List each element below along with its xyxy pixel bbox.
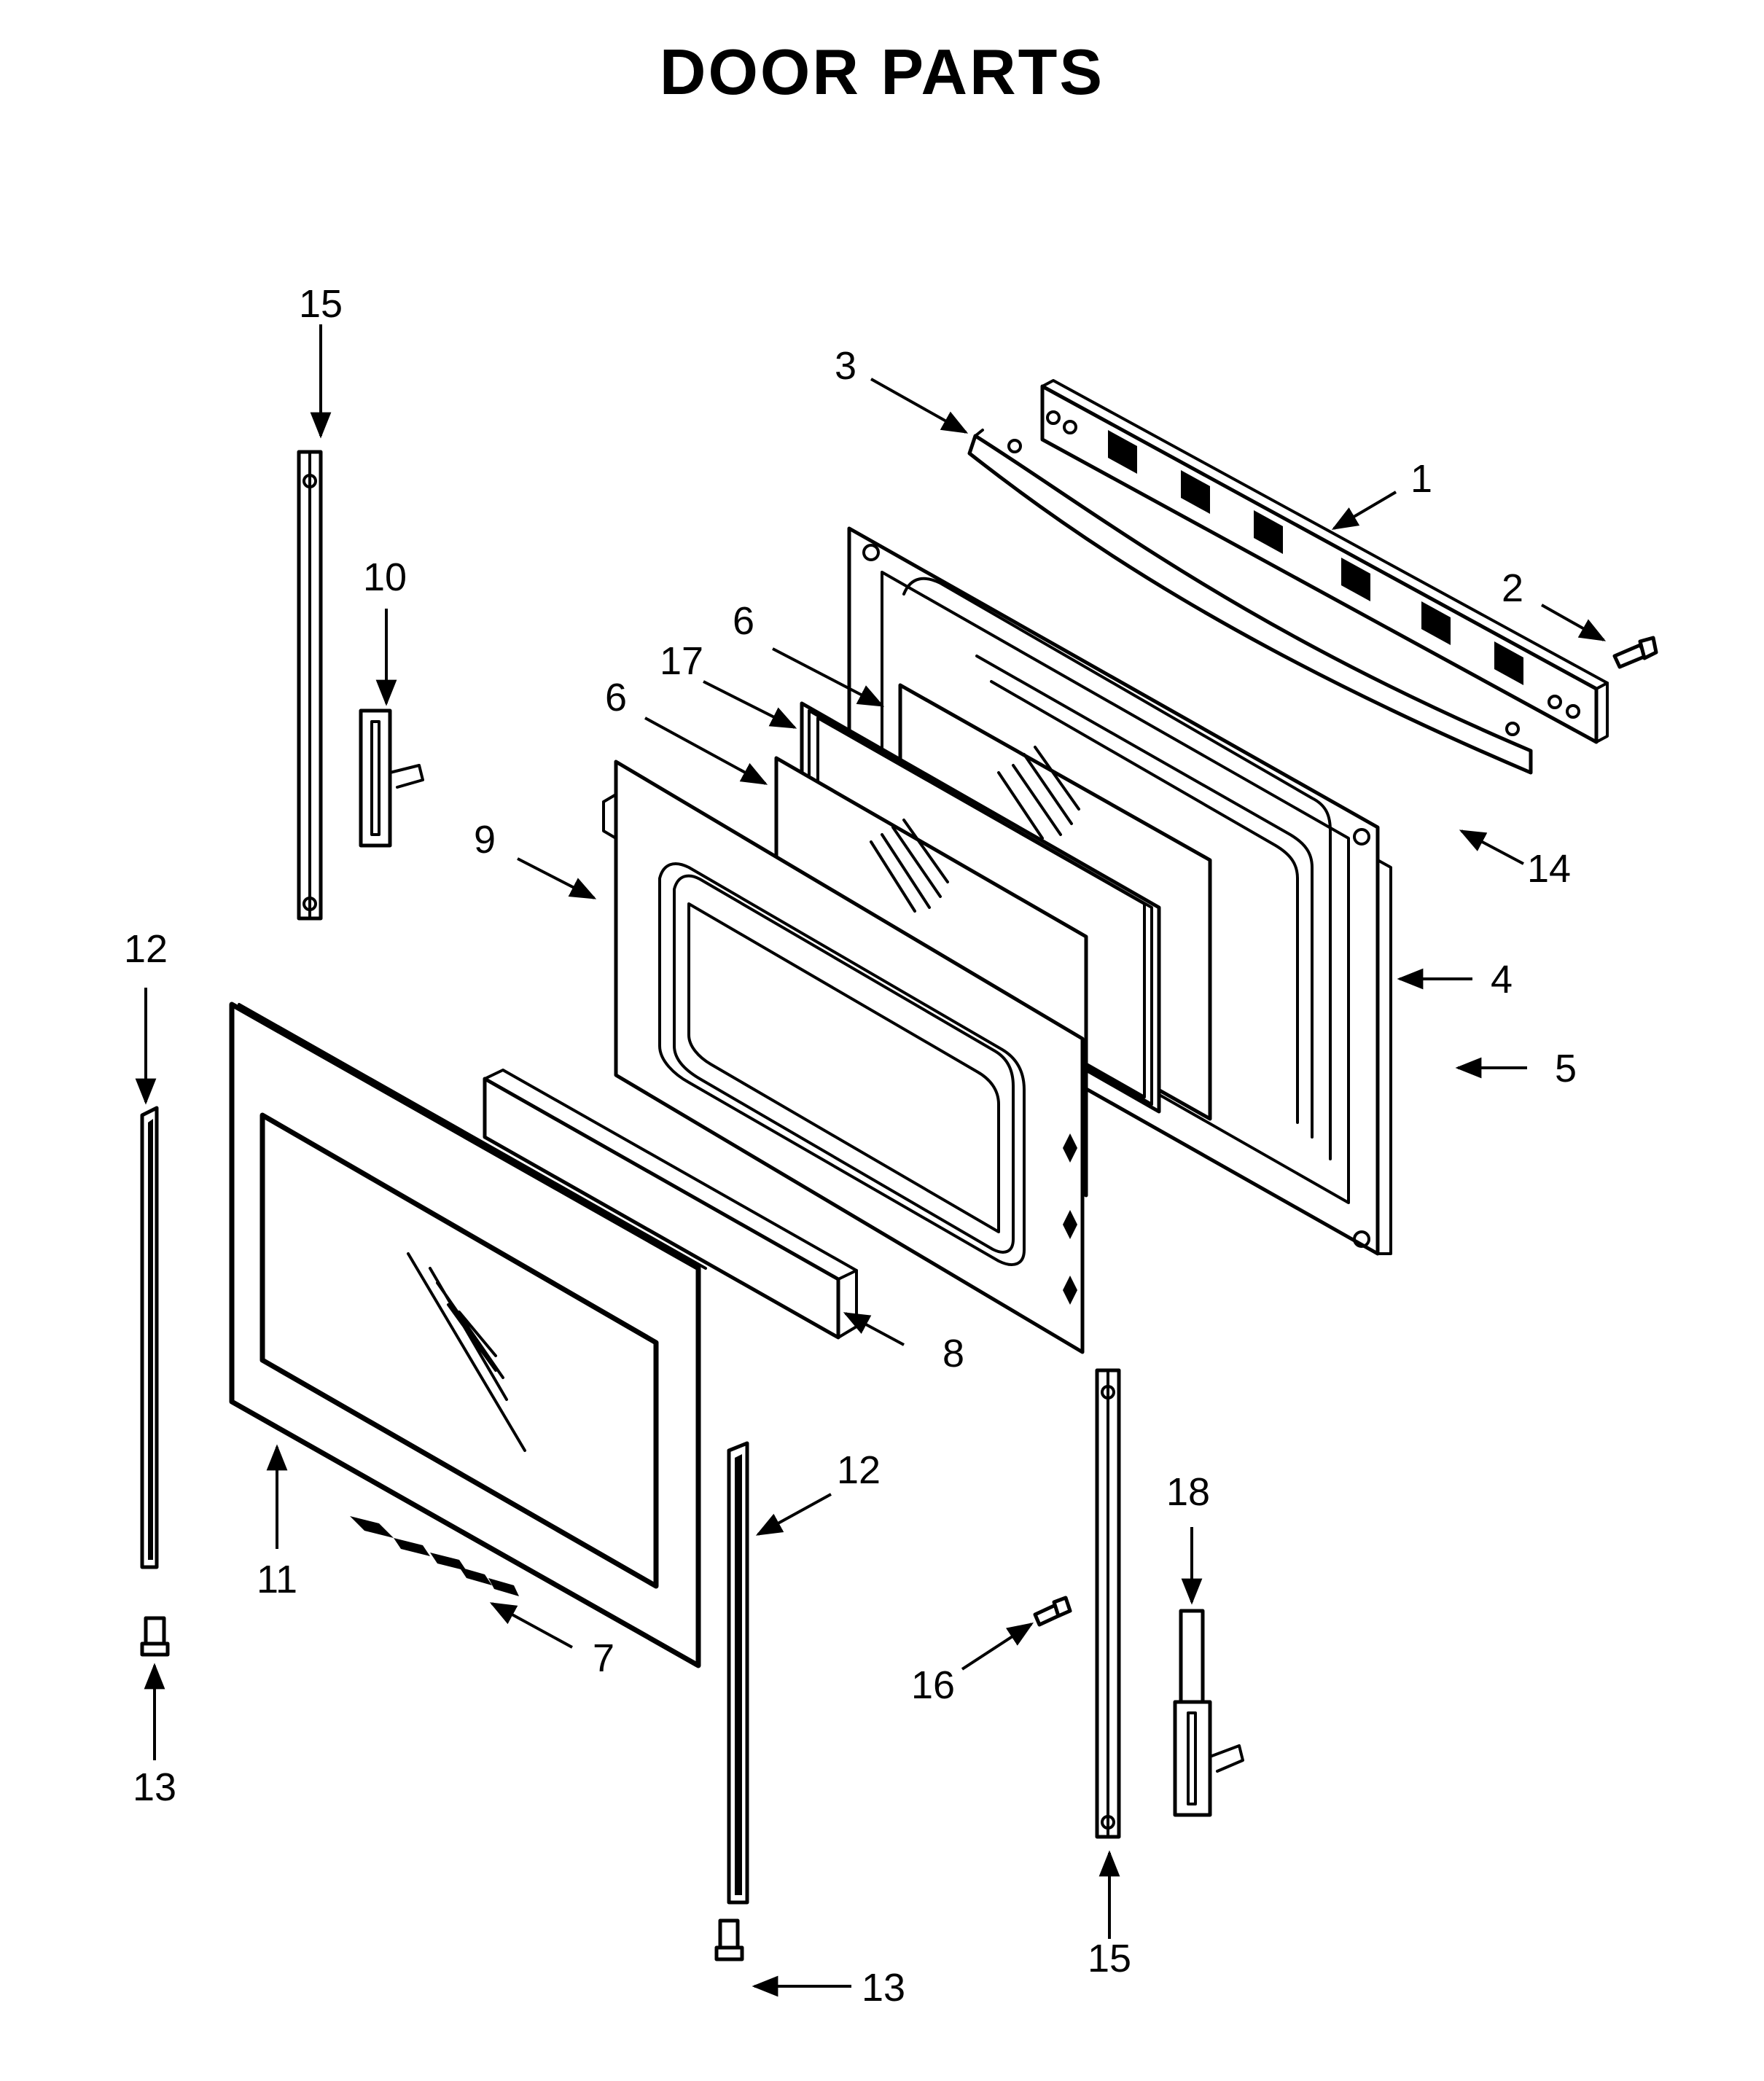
leader-1: [1331, 491, 1397, 530]
callout-16: 16: [911, 1663, 955, 1707]
callout-8: 8: [943, 1332, 964, 1375]
callout-12-right: 12: [837, 1448, 881, 1492]
leader-7: [489, 1602, 573, 1649]
part-9-inner-liner: [602, 760, 1085, 1354]
callout-13-left: 13: [133, 1765, 176, 1809]
leader-lines: [135, 324, 1607, 1997]
callout-7: 7: [593, 1636, 614, 1680]
diagram-title: DOOR PARTS: [659, 36, 1105, 108]
part-18-right-hinge: [1173, 1609, 1244, 1817]
part-12-right-side-trim: [727, 1441, 749, 1905]
part-12-left-side-trim: [140, 1106, 159, 1569]
part-10-left-hinge: [359, 708, 424, 848]
part-2-screw: [1612, 636, 1658, 669]
callout-11: 11: [257, 1558, 297, 1601]
callout-13-right: 13: [862, 1966, 905, 2010]
part-1-vent-trim: [1040, 379, 1609, 744]
part-16-screw: [1033, 1596, 1072, 1627]
leader-9: [517, 857, 597, 899]
part-13-left-screw: [140, 1616, 170, 1657]
leader-16: [961, 1623, 1034, 1671]
callout-12-left: 12: [124, 927, 168, 971]
leader-3: [870, 378, 969, 434]
callout-18: 18: [1166, 1470, 1210, 1514]
callout-14: 14: [1527, 847, 1571, 891]
callout-6-lower: 6: [605, 676, 627, 719]
callout-5: 5: [1555, 1047, 1577, 1090]
leader-2: [1541, 604, 1607, 641]
callout-9: 9: [474, 818, 496, 862]
callout-labels: 15 3 1 2 10 6 17 6 9 14 4 5 12 8 11 12 7…: [124, 282, 1577, 2010]
callout-17: 17: [660, 639, 703, 683]
callout-6-upper: 6: [733, 599, 754, 643]
part-3-handle: [967, 429, 1533, 775]
leader-17: [703, 680, 797, 729]
part-15-left-hinge-receiver: [297, 450, 323, 921]
callout-2: 2: [1502, 566, 1523, 610]
leader-6-lower: [644, 717, 768, 785]
leader-12-right: [755, 1493, 832, 1536]
callout-15-top: 15: [299, 282, 343, 326]
callout-3: 3: [835, 344, 856, 388]
leader-6-upper: [772, 647, 885, 707]
part-13-right-screw: [714, 1918, 744, 1961]
callout-10: 10: [363, 555, 407, 599]
part-15-right-hinge-receiver: [1095, 1368, 1121, 1839]
callout-15-bottom: 15: [1088, 1937, 1131, 1980]
part-8-insulation: [483, 1069, 858, 1340]
callout-4: 4: [1491, 958, 1513, 1002]
callout-1: 1: [1410, 457, 1432, 501]
part-7-badge: [350, 1516, 519, 1596]
part-11-outer-glass: [229, 1002, 707, 1668]
leader-8: [843, 1312, 905, 1346]
leader-14: [1459, 829, 1524, 865]
